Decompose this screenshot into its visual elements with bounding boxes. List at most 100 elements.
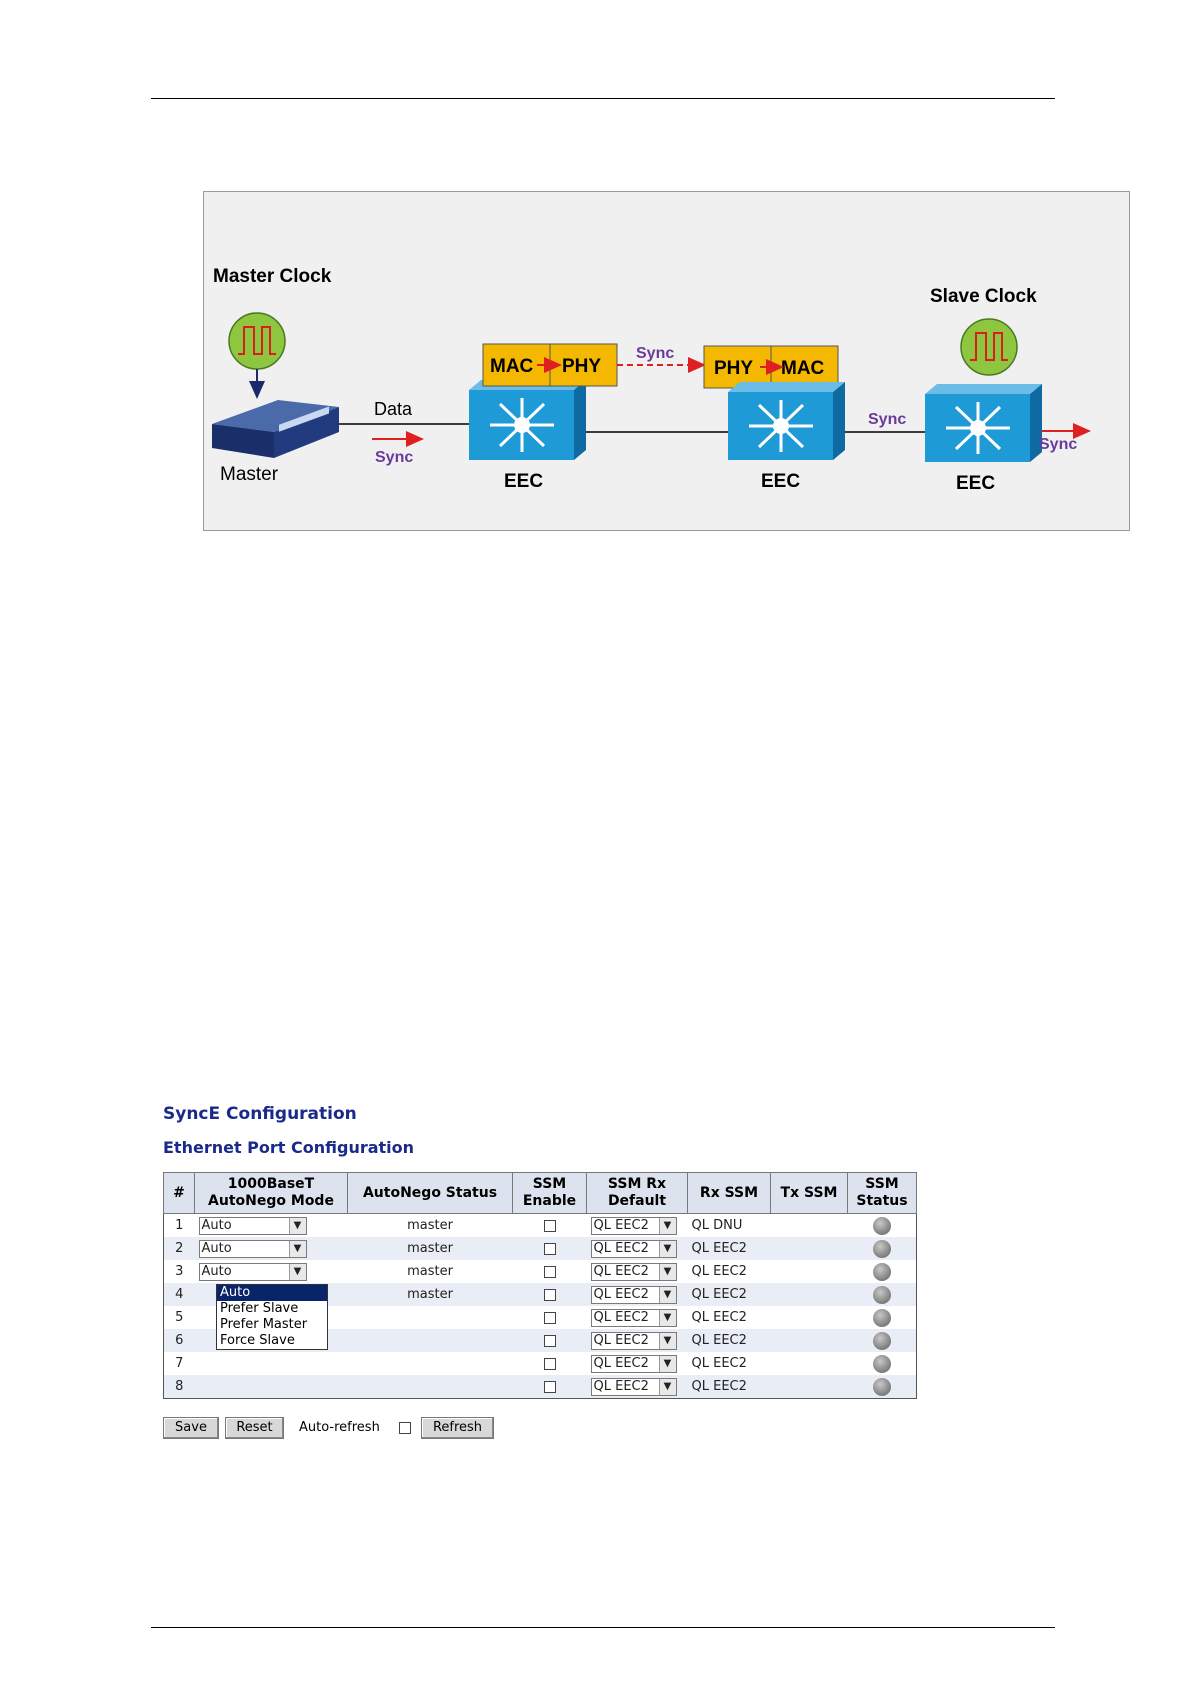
ssm-status-led-icon	[872, 1285, 891, 1304]
port-number: 8	[163, 1375, 195, 1399]
ssm-status-cell	[847, 1283, 917, 1306]
ssm-status-cell	[847, 1260, 917, 1283]
ssm-status-cell	[847, 1213, 917, 1237]
ssm-rx-default-value: QL EEC2	[593, 1286, 649, 1302]
port-number: 3	[163, 1260, 195, 1283]
chevron-down-icon[interactable]: ▼	[658, 1355, 676, 1372]
chevron-down-icon[interactable]: ▼	[658, 1240, 676, 1257]
ssm-rx-default-select[interactable]: QL EEC2▼	[590, 1377, 677, 1396]
col-header-ssm-rx-default: SSM Rx Default	[586, 1172, 688, 1214]
col-header-tx-ssm: Tx SSM	[770, 1172, 848, 1214]
ssm-enable-checkbox[interactable]	[543, 1311, 556, 1324]
rx-ssm: QL EEC2	[687, 1283, 771, 1306]
ethernet-port-title: Ethernet Port Configuration	[163, 1138, 415, 1157]
port-number: 4	[163, 1283, 195, 1306]
chevron-down-icon[interactable]: ▼	[658, 1378, 676, 1395]
ssm-rx-default-value: QL EEC2	[593, 1263, 649, 1279]
data-label: Data	[374, 399, 413, 419]
ssm-enable-checkbox[interactable]	[543, 1380, 556, 1393]
autonego-status	[347, 1352, 513, 1375]
dropdown-option-prefer-master[interactable]: Prefer Master	[220, 1317, 308, 1332]
autonego-mode-cell: Auto▼	[194, 1237, 348, 1260]
chevron-down-icon[interactable]: ▼	[658, 1263, 676, 1280]
phy-label-1: PHY	[562, 356, 601, 377]
ssm-rx-default-select[interactable]: QL EEC2▼	[590, 1331, 677, 1350]
sync-label-middle: Sync	[636, 345, 674, 362]
chevron-down-icon[interactable]: ▼	[288, 1240, 306, 1257]
eec-switch-icon-1	[469, 380, 586, 460]
chevron-down-icon[interactable]: ▼	[658, 1286, 676, 1303]
port-number: 6	[163, 1329, 195, 1352]
col-header-ssm-enable-line1: SSM	[532, 1176, 567, 1192]
tx-ssm	[770, 1283, 848, 1306]
col-header-ssm-status-line1: SSM	[865, 1176, 899, 1192]
chevron-down-icon[interactable]: ▼	[658, 1217, 676, 1234]
col-header-ssm-status-line2: Status	[856, 1193, 908, 1209]
autonego-status	[347, 1375, 513, 1399]
ssm-rx-default-select[interactable]: QL EEC2▼	[590, 1308, 677, 1327]
ssm-enable-checkbox[interactable]	[543, 1219, 556, 1232]
rx-ssm: QL EEC2	[687, 1306, 771, 1329]
autonego-mode-cell: Auto ▼	[194, 1260, 348, 1283]
synce-diagram: Master Clock Master Data Sync	[203, 191, 1130, 531]
col-header-ssm-enable-line2: Enable	[522, 1193, 577, 1209]
mac-label-2: MAC	[781, 358, 825, 379]
col-header-rx-ssm: Rx SSM	[687, 1172, 771, 1214]
chevron-down-icon[interactable]: ▼	[658, 1309, 676, 1326]
dropdown-option-force-slave[interactable]: Force Slave	[220, 1333, 295, 1348]
refresh-button[interactable]: Refresh	[421, 1417, 494, 1439]
autonego-status	[347, 1306, 513, 1329]
ssm-enable-checkbox[interactable]	[543, 1357, 556, 1370]
col-header-mode-line2: AutoNego Mode	[208, 1193, 334, 1209]
ssm-status-cell	[847, 1237, 917, 1260]
ssm-enable-checkbox[interactable]	[543, 1242, 556, 1255]
ssm-rx-default-select[interactable]: QL EEC2 ▼	[590, 1262, 677, 1281]
chevron-down-icon[interactable]: ▼	[658, 1332, 676, 1349]
ssm-enable-checkbox[interactable]	[543, 1334, 556, 1347]
tx-ssm	[770, 1213, 848, 1237]
col-header-ssm-rx-default-line2: Default	[607, 1193, 667, 1209]
rx-ssm: QL EEC2	[687, 1237, 771, 1260]
ssm-rx-default-cell: QL EEC2▼	[586, 1352, 688, 1375]
save-button[interactable]: Save	[163, 1417, 219, 1439]
auto-refresh-label: Auto-refresh	[299, 1420, 380, 1435]
eec-label-1: EEC	[504, 471, 543, 492]
autonego-status: master	[347, 1283, 513, 1306]
dropdown-option-auto[interactable]: Auto	[217, 1285, 327, 1301]
ssm-rx-default-select[interactable]: QL EEC2▼	[590, 1216, 677, 1235]
reset-button[interactable]: Reset	[225, 1417, 284, 1439]
footer-rule	[151, 1627, 1055, 1628]
ssm-enable-cell	[512, 1237, 587, 1260]
sync-label-right: Sync	[868, 411, 906, 428]
autonego-mode-value: Auto	[201, 1263, 232, 1279]
eec-label-2: EEC	[761, 471, 800, 492]
autonego-mode-cell	[194, 1352, 348, 1375]
auto-refresh-checkbox[interactable]	[399, 1422, 411, 1434]
rx-ssm: QL EEC2	[687, 1352, 771, 1375]
autonego-mode-dropdown-list[interactable]: Auto Prefer Slave Prefer Master Force Sl…	[216, 1284, 328, 1350]
ssm-rx-default-cell: QL EEC2 ▼	[586, 1260, 688, 1283]
ssm-enable-cell	[512, 1283, 587, 1306]
col-header-ssm-rx-default-line1: SSM Rx	[607, 1176, 667, 1192]
col-header-mode-line1: 1000BaseT	[227, 1176, 315, 1192]
chevron-down-icon[interactable]: ▼	[288, 1263, 306, 1280]
col-header-status: AutoNego Status	[347, 1172, 513, 1214]
table-header-row: # 1000BaseT AutoNego Mode AutoNego Statu…	[163, 1172, 917, 1214]
ssm-status-led-icon	[872, 1308, 891, 1327]
autonego-mode-cell	[194, 1375, 348, 1399]
ssm-rx-default-select[interactable]: QL EEC2▼	[590, 1354, 677, 1373]
autonego-mode-select[interactable]: Auto ▼	[198, 1262, 307, 1281]
ssm-rx-default-select[interactable]: QL EEC2▼	[590, 1239, 677, 1258]
ssm-enable-checkbox[interactable]	[543, 1265, 556, 1278]
ssm-rx-default-select[interactable]: QL EEC2 ▼	[590, 1285, 677, 1304]
chevron-down-icon[interactable]: ▼	[288, 1217, 306, 1234]
ssm-rx-default-cell: QL EEC2▼	[586, 1213, 688, 1237]
port-config-table: # 1000BaseT AutoNego Mode AutoNego Statu…	[163, 1172, 917, 1399]
autonego-mode-select[interactable]: Auto▼	[198, 1239, 307, 1258]
dropdown-option-prefer-slave[interactable]: Prefer Slave	[220, 1301, 299, 1316]
ssm-enable-checkbox[interactable]	[543, 1288, 556, 1301]
ssm-status-led-icon	[872, 1216, 891, 1235]
autonego-mode-select[interactable]: Auto▼	[198, 1216, 307, 1235]
